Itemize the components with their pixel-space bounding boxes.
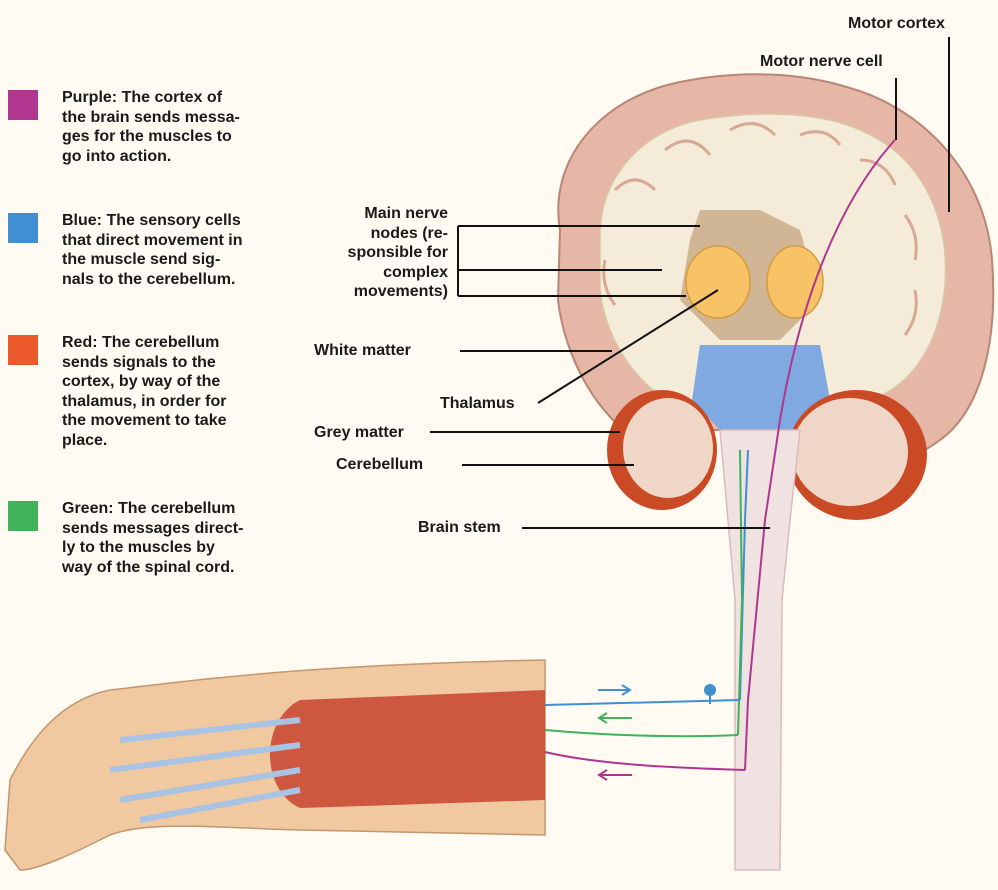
nerve-purple-to-arm xyxy=(545,752,745,770)
label-main-nerve-nodes: Main nerve nodes (re- sponsible for comp… xyxy=(330,204,448,302)
brain-stem xyxy=(720,430,800,870)
label-thalamus: Thalamus xyxy=(440,394,515,414)
label-white-matter: White matter xyxy=(314,341,411,361)
label-cerebellum: Cerebellum xyxy=(336,455,423,475)
cerebellum-left-inner xyxy=(623,398,713,498)
label-brain-stem: Brain stem xyxy=(418,518,501,538)
arrow-left-green xyxy=(599,713,632,723)
cerebellum-right-inner xyxy=(792,398,908,506)
arm-muscles xyxy=(270,690,545,808)
arrow-right-blue xyxy=(598,685,630,695)
label-motor-cortex: Motor cortex xyxy=(848,14,945,34)
thalamus-left xyxy=(686,246,750,318)
label-motor-nerve-cell: Motor nerve cell xyxy=(760,52,883,72)
nerve-green-to-arm xyxy=(545,730,738,736)
sensory-ganglion xyxy=(704,684,716,696)
label-grey-matter: Grey matter xyxy=(314,423,404,443)
arrow-left-purple xyxy=(599,770,632,780)
